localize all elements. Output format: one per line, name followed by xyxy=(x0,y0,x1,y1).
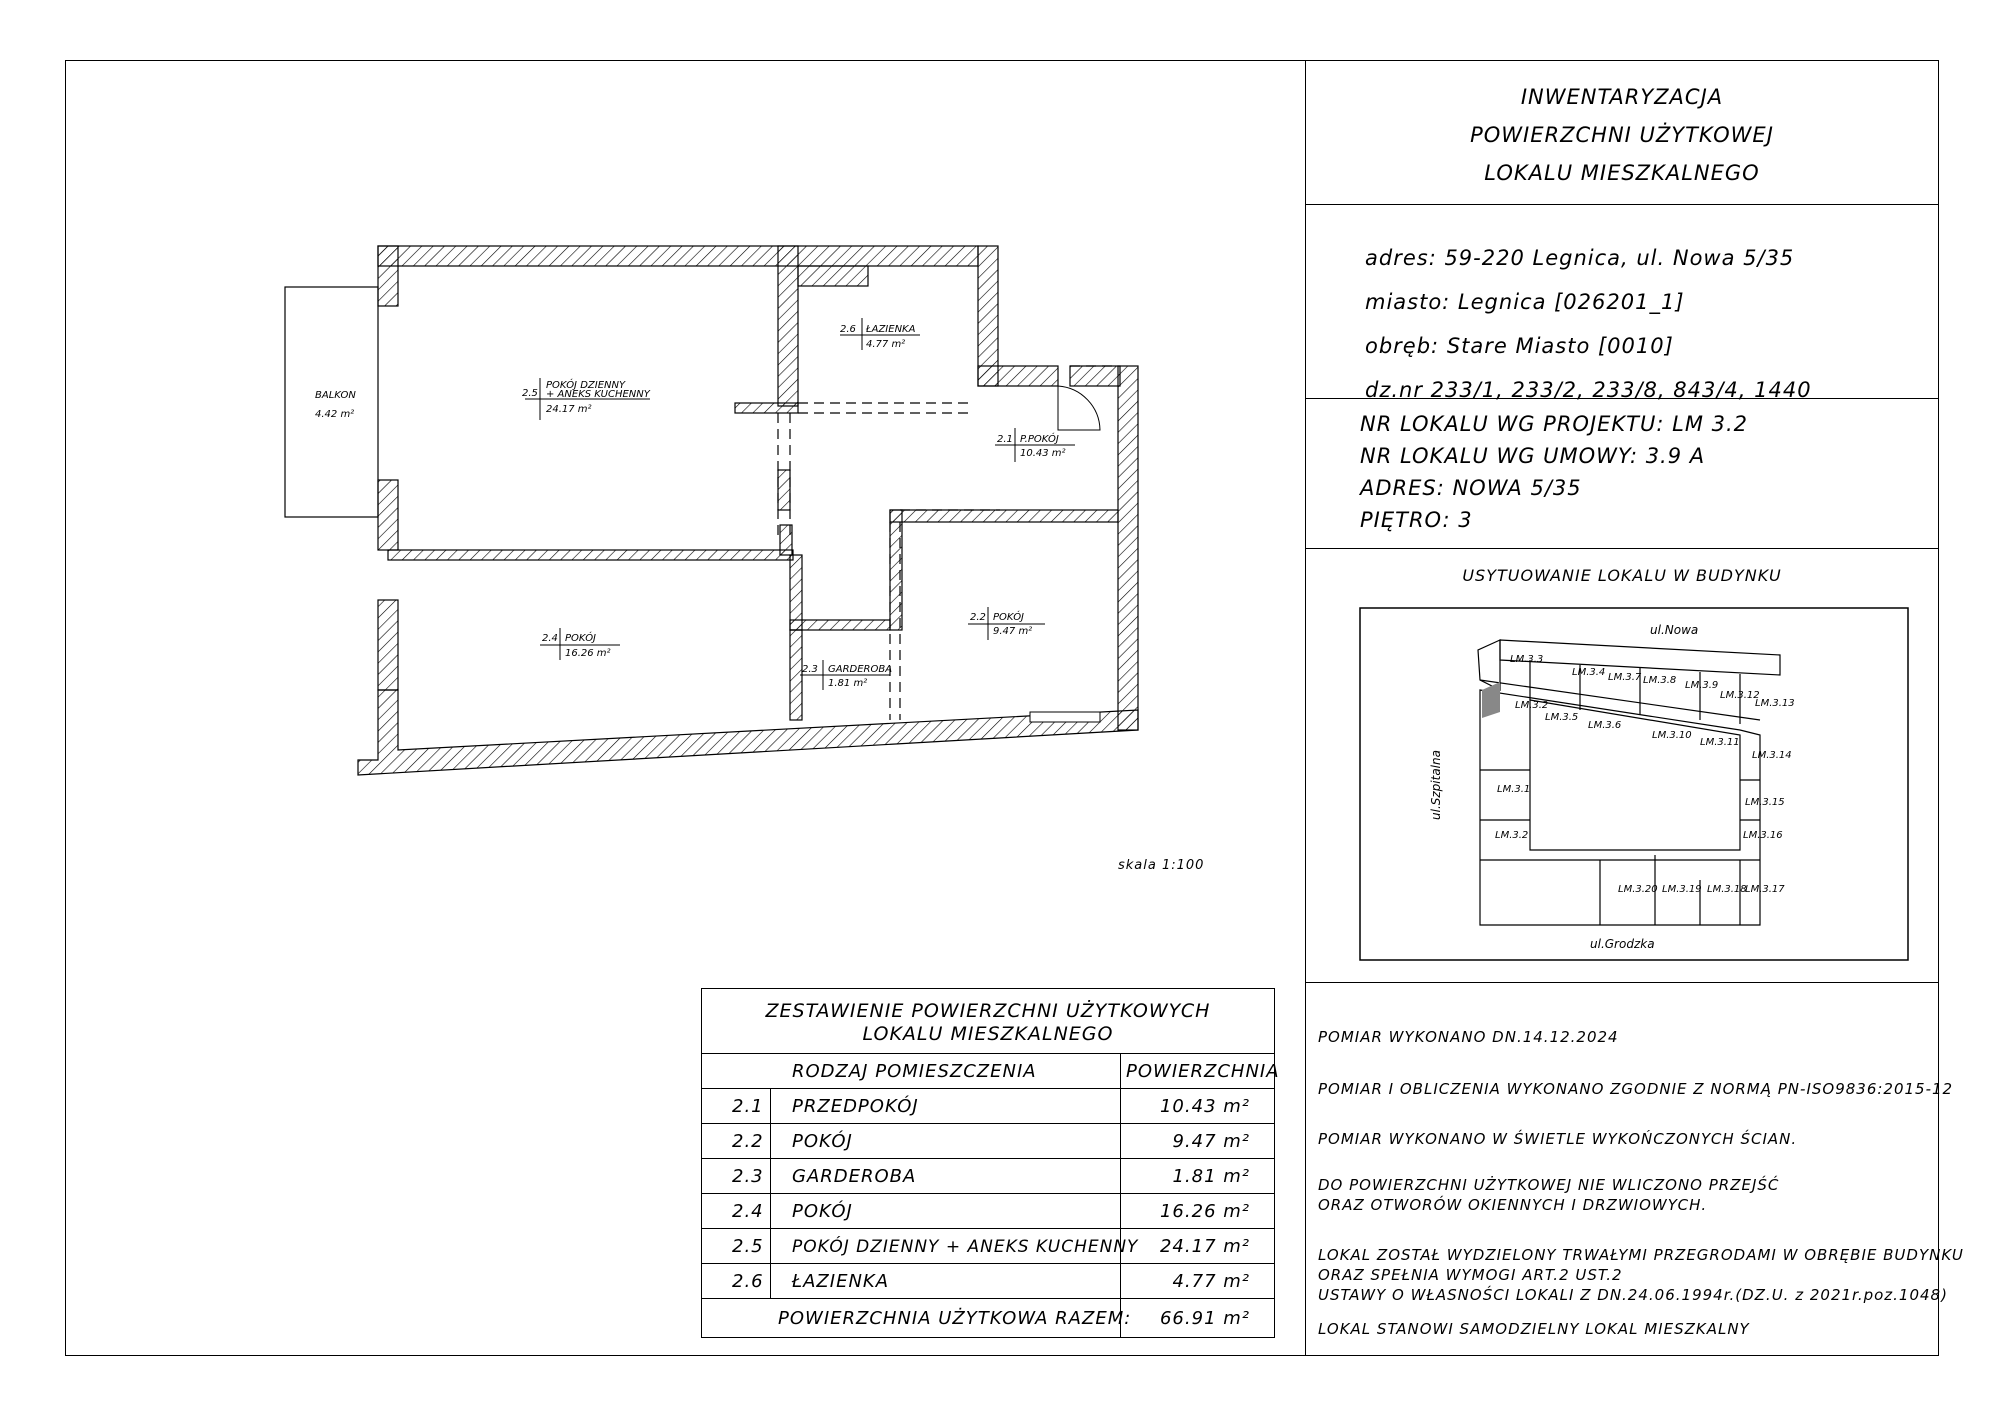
table-row: 2.3 GARDEROBA 1.81 m² xyxy=(702,1158,1274,1194)
address-line: adres: 59-220 Legnica, ul. Nowa 5/35 xyxy=(1365,246,1795,270)
title-line: INWENTARYZACJA xyxy=(1520,85,1724,109)
note-line: ORAZ OTWORÓW OKIENNYCH I DRZWIOWYCH. xyxy=(1318,1196,1708,1214)
total-area: 66.91 m² xyxy=(1159,1308,1250,1329)
divider xyxy=(1305,204,1939,205)
divider xyxy=(1305,398,1939,399)
row-name: ŁAZIENKA xyxy=(792,1271,890,1292)
table-row: 2.6 ŁAZIENKA 4.77 m² xyxy=(702,1263,1274,1299)
row-number: 2.1 xyxy=(732,1096,764,1117)
divider xyxy=(1305,982,1939,983)
table-row: 2.2 POKÓJ 9.47 m² xyxy=(702,1123,1274,1159)
city-line: miasto: Legnica [026201_1] xyxy=(1365,290,1685,314)
table-row: 2.4 POKÓJ 16.26 m² xyxy=(702,1193,1274,1229)
unit-project-number: NR LOKALU WG PROJEKTU: LM 3.2 xyxy=(1360,412,1749,436)
row-name: PRZEDPOKÓJ xyxy=(792,1096,919,1117)
note-line: POMIAR I OBLICZENIA WYKONANO ZGODNIE Z N… xyxy=(1318,1080,1954,1098)
note-line: DO POWIERZCHNI UŻYTKOWEJ NIE WLICZONO PR… xyxy=(1318,1176,1780,1194)
note-line: POMIAR WYKONANO W ŚWIETLE WYKOŃCZONYCH Ś… xyxy=(1318,1130,1798,1148)
summary-table: ZESTAWIENIE POWIERZCHNI UŻYTKOWYCH LOKAL… xyxy=(701,988,1280,1338)
title-line: POWIERZCHNI UŻYTKOWEJ xyxy=(1470,123,1774,147)
table-title: LOKALU MIESZKALNEGO xyxy=(862,1023,1114,1045)
column-header: POWIERZCHNIA xyxy=(1126,1061,1280,1082)
row-number: 2.6 xyxy=(732,1271,764,1292)
row-number: 2.2 xyxy=(732,1131,764,1152)
note-line: USTAWY O WŁASNOŚCI LOKALI Z DN.24.06.199… xyxy=(1318,1286,1948,1304)
row-area: 16.26 m² xyxy=(1159,1201,1250,1222)
note-line: POMIAR WYKONANO DN.14.12.2024 xyxy=(1318,1028,1619,1046)
table-row: 2.1 PRZEDPOKÓJ 10.43 m² xyxy=(702,1088,1274,1124)
table-total-row: POWIERZCHNIA UŻYTKOWA RAZEM: 66.91 m² xyxy=(702,1298,1274,1338)
row-name: POKÓJ xyxy=(792,1201,853,1222)
row-area: 24.17 m² xyxy=(1159,1236,1250,1257)
precinct-line: obręb: Stare Miasto [0010] xyxy=(1365,334,1674,358)
row-area: 10.43 m² xyxy=(1159,1096,1250,1117)
unit-info: NR LOKALU WG PROJEKTU: LM 3.2 NR LOKALU … xyxy=(1360,408,1748,536)
table-title: ZESTAWIENIE POWIERZCHNI UŻYTKOWYCH xyxy=(765,1000,1211,1022)
unit-floor: PIĘTRO: 3 xyxy=(1360,508,1473,532)
table-header: RODZAJ POMIESZCZENIA POWIERZCHNIA xyxy=(702,1053,1280,1089)
row-number: 2.3 xyxy=(732,1166,764,1187)
row-area: 9.47 m² xyxy=(1172,1131,1250,1152)
location-heading: USYTUOWANIE LOKALU W BUDYNKU xyxy=(1462,566,1782,585)
note-line: LOKAL ZOSTAŁ WYDZIELONY TRWAŁYMI PRZEGRO… xyxy=(1318,1246,1964,1264)
scale-label: skala 1:100 xyxy=(1118,858,1205,873)
note-line: LOKAL STANOWI SAMODZIELNY LOKAL MIESZKAL… xyxy=(1318,1320,1750,1338)
row-area: 4.77 m² xyxy=(1172,1271,1250,1292)
note-line: ORAZ SPEŁNIA WYMOGI ART.2 UST.2 xyxy=(1318,1266,1623,1284)
unit-address: ADRES: NOWA 5/35 xyxy=(1360,476,1582,500)
column-header: RODZAJ POMIESZCZENIA xyxy=(792,1061,1037,1082)
document-title: INWENTARYZACJA POWIERZCHNI UŻYTKOWEJ LOK… xyxy=(1305,78,1939,192)
table-row: 2.5 POKÓJ DZIENNY + ANEKS KUCHENNY 24.17… xyxy=(702,1228,1274,1264)
row-number: 2.5 xyxy=(732,1236,764,1257)
title-line: LOKALU MIESZKALNEGO xyxy=(1484,161,1760,185)
title-block-divider xyxy=(1305,60,1306,1356)
drawing-frame xyxy=(65,60,1939,1356)
row-number: 2.4 xyxy=(732,1201,764,1222)
row-name: POKÓJ xyxy=(792,1131,853,1152)
row-area: 1.81 m² xyxy=(1172,1166,1250,1187)
parcel-line: dz.nr 233/1, 233/2, 233/8, 843/4, 1440 xyxy=(1365,378,1812,402)
row-name: POKÓJ DZIENNY + ANEKS KUCHENNY xyxy=(792,1236,1139,1257)
total-label: POWIERZCHNIA UŻYTKOWA RAZEM: xyxy=(778,1308,1132,1329)
unit-contract-number: NR LOKALU WG UMOWY: 3.9 A xyxy=(1360,444,1706,468)
divider xyxy=(1305,548,1939,549)
address-block: adres: 59-220 Legnica, ul. Nowa 5/35 mia… xyxy=(1365,236,1812,412)
row-name: GARDEROBA xyxy=(792,1166,917,1187)
